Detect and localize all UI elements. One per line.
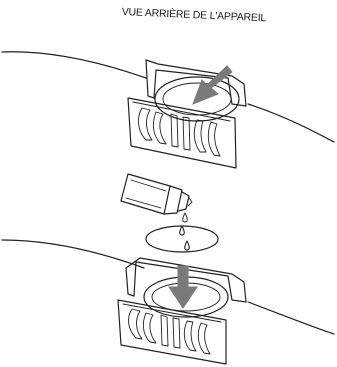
lower-grille-cover (117, 299, 227, 365)
dropper-bottle-icon (120, 173, 193, 215)
upper-grille-cover (127, 97, 237, 169)
upper-cable-left (1, 51, 147, 79)
lower-cable-right (247, 301, 335, 335)
lower-cable-left (1, 239, 145, 269)
upper-housing (145, 59, 247, 107)
upper-device (1, 51, 335, 169)
upper-cable-right (247, 103, 335, 143)
arrow-down-icon (168, 265, 198, 309)
arrow-down-icon (192, 65, 233, 105)
lower-device (1, 239, 335, 365)
pad-disc-icon (145, 225, 219, 253)
lower-housing (125, 257, 247, 303)
